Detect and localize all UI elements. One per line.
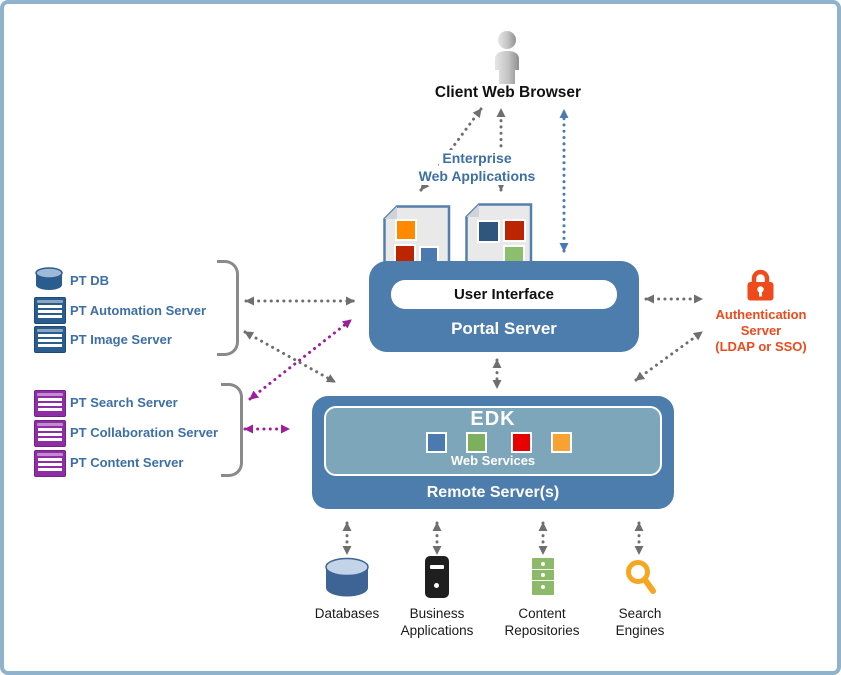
pt-image-server-label: PT Image Server: [70, 332, 172, 347]
tower-server-icon: [425, 556, 449, 598]
remote-server-title: Remote Server(s): [426, 484, 560, 501]
auth-line1: Authentication: [715, 307, 807, 322]
arrow-remote-auth: [634, 330, 704, 382]
edk-component-green: [466, 432, 487, 453]
lock-icon: [747, 269, 774, 301]
arrow-ptcore-remote: [243, 330, 337, 384]
server-icon: [34, 420, 66, 447]
rack-server-icon: [532, 558, 554, 595]
user-interface-box: User Interface: [391, 280, 617, 309]
edk-component-red: [511, 432, 532, 453]
magnifier-icon: [626, 560, 656, 594]
edk-title: EDK: [470, 408, 516, 430]
rack-cell: [532, 558, 554, 570]
pt-content-server-label: PT Content Server: [70, 455, 184, 470]
pt-core-servers-bracket: [217, 260, 239, 356]
web-services-label: Web Services: [450, 453, 536, 468]
auth-line3: (LDAP or SSO): [715, 339, 807, 354]
server-icon: [34, 297, 66, 324]
rack-cell: [532, 581, 554, 592]
arrow-ptcontent-portal: [248, 318, 353, 401]
databases-label: Databases: [314, 606, 380, 621]
pt-db-label: PT DB: [70, 273, 109, 288]
client-web-browser-label: Client Web Browser: [434, 84, 582, 101]
enterprise-apps-line1: Enterprise: [439, 150, 515, 167]
pt-content-servers-bracket: [221, 383, 243, 477]
authentication-server-label: Authentication Server (LDAP or SSO): [700, 307, 822, 355]
search-engines-label: Search Engines: [615, 606, 665, 638]
server-icon: [34, 390, 66, 417]
server-icon: [34, 326, 66, 353]
pt-search-server-label: PT Search Server: [70, 395, 178, 410]
business-applications-label: Business Applications: [400, 606, 474, 638]
pt-automation-server-label: PT Automation Server: [70, 303, 207, 318]
edk-component-orange: [551, 432, 572, 453]
database-cylinder-icon: [325, 557, 369, 597]
server-icon: [34, 450, 66, 477]
portal-server-title: Portal Server: [451, 319, 557, 338]
enterprise-apps-line2: Web Applications: [415, 168, 539, 185]
enterprise-apps-label: Enterprise Web Applications: [392, 150, 562, 186]
web-app-icon: [465, 203, 533, 269]
content-repositories-label: Content Repositories: [504, 606, 580, 638]
web-app-icon: [383, 205, 451, 269]
auth-line2: Server: [740, 323, 782, 338]
edk-box: [324, 406, 662, 476]
person-icon: [495, 31, 519, 84]
edk-component-blue: [426, 432, 447, 453]
pt-collaboration-server-label: PT Collaboration Server: [70, 425, 219, 440]
arrow-app1-client: [419, 107, 483, 192]
database-icon: [35, 267, 63, 296]
rack-cell: [532, 570, 554, 581]
